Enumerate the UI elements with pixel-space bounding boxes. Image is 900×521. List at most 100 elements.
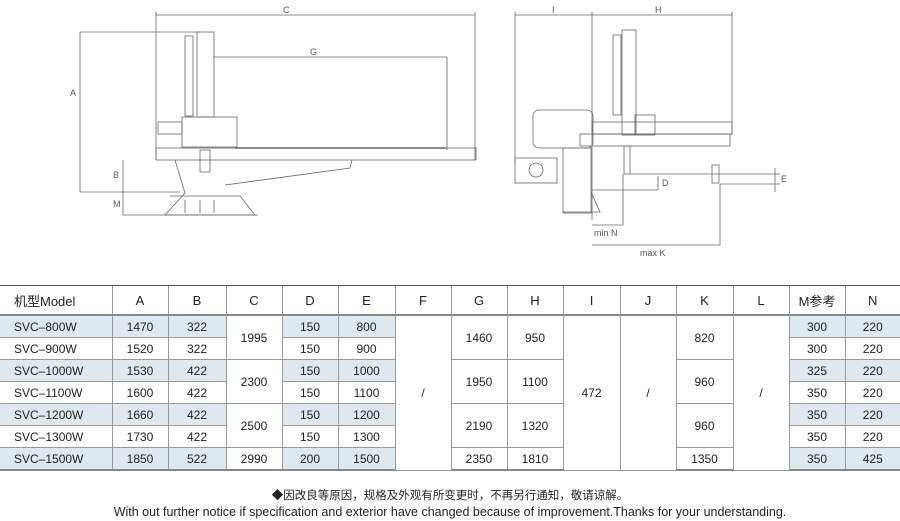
cell-m: 350 [788,403,845,426]
dim-label-d: D [662,178,669,188]
dim-label-max-k: max K [640,248,666,258]
cell-e: 1500 [337,447,395,471]
cell-k: 1350 [675,447,733,471]
dim-label-g: G [310,47,317,57]
cell-b: 422 [167,381,226,404]
cell-h: 950 [506,315,563,360]
cell-g: 2350 [450,447,507,471]
cell-model: SVC–900W [0,337,112,360]
header-d: D [281,285,338,316]
cell-b: 422 [167,359,226,382]
dim-label-min-n: min N [594,228,618,238]
front-view-drawing: I H D E min N max K [514,5,787,258]
cell-g: 2190 [450,403,507,448]
cell-e: 1100 [337,381,395,404]
cell-model: SVC–800W [0,315,112,338]
cell-m: 300 [788,337,845,360]
cell-d: 150 [281,315,338,338]
header-l: L [732,285,789,316]
dim-label-e: E [781,174,787,184]
cell-c: 2300 [225,359,282,404]
cell-n: 220 [844,403,900,426]
cell-h: 1100 [506,359,563,404]
cell-m: 350 [788,381,845,404]
cell-c: 1995 [225,315,282,360]
header-e: E [337,285,395,316]
cell-b: 422 [167,403,226,426]
cell-d: 150 [281,425,338,448]
cell-k: 820 [675,315,733,360]
header-f: F [394,285,451,316]
side-view-drawing: C G A B M [70,5,477,216]
dim-label-i: I [552,5,555,15]
cell-a: 1660 [111,403,168,426]
table-row: SVC–1200W 1660 422 2500 150 1200 2190 13… [0,403,900,448]
cell-f: / [394,315,451,471]
cell-d: 150 [281,403,338,426]
cell-n: 220 [844,359,900,382]
cell-model: SVC–1200W [0,403,112,426]
header-a: A [111,285,168,316]
cell-n: 220 [844,315,900,338]
table-header-row: 机型Model A B C D E F G H I J K L M参考 N [0,285,900,316]
cell-a: 1530 [111,359,168,382]
cell-a: 1600 [111,381,168,404]
cell-model: SVC–1500W [0,447,112,471]
header-n: N [844,285,900,316]
cell-model: SVC–1000W [0,359,112,382]
table-row: SVC–1500W 1850 522 2990 200 1500 2350 18… [0,447,900,471]
cell-d: 200 [281,447,338,471]
table-row: SVC–800W 1470 322 1995 150 800 / 1460 95… [0,315,900,471]
table-row: SVC–900W 1520 322 150 900 300 220 [0,337,900,360]
cell-a: 1850 [111,447,168,471]
cell-g: 1460 [450,315,507,360]
cell-e: 800 [337,315,395,338]
cell-i: 472 [562,315,620,471]
cell-k: 960 [675,359,733,404]
cell-n: 220 [844,425,900,448]
header-j: J [619,285,676,316]
header-k: K [675,285,733,316]
cell-b: 322 [167,337,226,360]
cell-k: 960 [675,403,733,448]
cell-a: 1470 [111,315,168,338]
cell-model: SVC–1300W [0,425,112,448]
footer-note-chinese: ◆因改良等原因，规格及外观有所变更时，不再另行通知，敬请谅解。 [271,490,629,502]
cell-n: 220 [844,381,900,404]
cell-n: 220 [844,337,900,360]
dim-label-b: B [113,170,119,180]
cell-h: 1810 [506,447,563,471]
cell-a: 1520 [111,337,168,360]
cell-m: 350 [788,425,845,448]
cell-d: 150 [281,337,338,360]
cell-c: 2990 [225,447,282,471]
cell-j: / [619,315,676,471]
cell-e: 900 [337,337,395,360]
footer-note-english: With out further notice if specification… [113,505,787,519]
cell-b: 422 [167,425,226,448]
cell-n: 425 [844,447,900,471]
dim-label-h: H [655,5,662,15]
cell-h: 1320 [506,403,563,448]
header-model: 机型Model [0,285,112,316]
table-row: SVC–1000W 1530 422 2300 150 1000 1950 11… [0,359,900,404]
header-h: H [506,285,563,316]
cell-e: 1200 [337,403,395,426]
cell-m: 350 [788,447,845,471]
cell-l: / [732,315,789,471]
header-g: G [450,285,507,316]
cell-c: 2500 [225,403,282,448]
header-m: M参考 [788,285,845,316]
cell-a: 1730 [111,425,168,448]
table-row: SVC–1100W 1600 422 150 1100 350 220 [0,381,900,404]
cell-b: 322 [167,315,226,338]
table-row: SVC–1300W 1730 422 150 1300 350 220 [0,425,900,448]
dim-label-a: A [70,88,76,98]
cell-g: 1950 [450,359,507,404]
cell-e: 1000 [337,359,395,382]
dim-label-m: M [113,199,121,209]
cell-m: 300 [788,315,845,338]
cell-b: 522 [167,447,226,471]
cell-d: 150 [281,359,338,382]
header-c: C [225,285,282,316]
